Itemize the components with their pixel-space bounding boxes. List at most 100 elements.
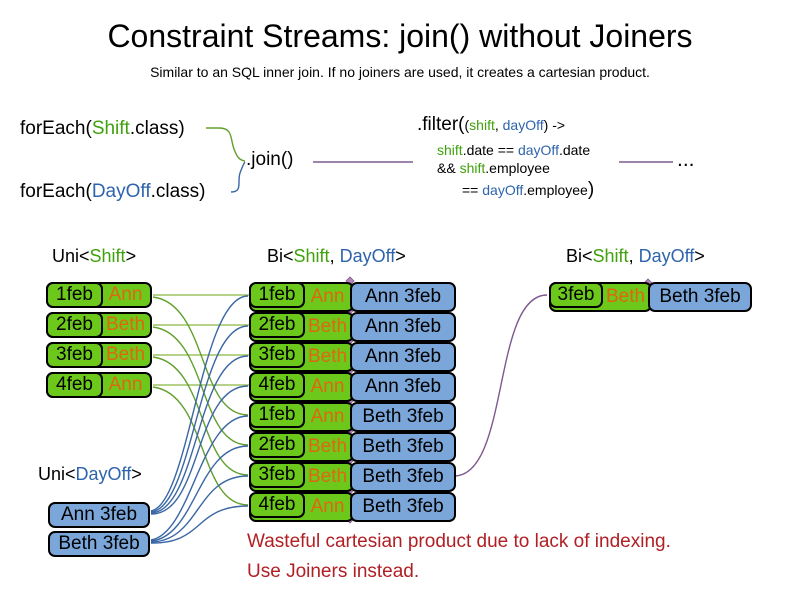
shift-employee-cell: Beth xyxy=(105,314,146,335)
dayoff-type-token: DayOff xyxy=(75,464,132,484)
shift-employee-cell: Ann xyxy=(310,376,345,397)
code-text: .date == xyxy=(462,142,518,158)
shift-employee-cell: Ann xyxy=(108,284,143,305)
code-filter-line4: == dayOff.employee) xyxy=(462,179,594,201)
shift-date-cell: 2feb xyxy=(249,432,305,458)
shift-type-token: Shift xyxy=(293,246,330,266)
shift-date-cell: 4feb xyxy=(249,492,305,518)
header-text: > xyxy=(125,246,137,266)
match-to-result-line xyxy=(453,294,548,477)
page-title: Constraint Streams: join() without Joine… xyxy=(107,18,693,54)
bi-right-header: Bi<Shift, DayOff> xyxy=(566,246,705,267)
code-foreach-shift: forEach(Shift.class) xyxy=(20,118,185,140)
code-text: .date xyxy=(558,142,591,158)
shift-type-token: Shift xyxy=(89,246,126,266)
code-text: && xyxy=(437,160,460,176)
shift-arg-token: shift xyxy=(437,142,463,158)
dayoff-part: Beth 3feb xyxy=(350,462,456,492)
shift-date-cell: 4feb xyxy=(249,372,305,398)
header-text: > xyxy=(694,246,705,266)
dayoff-arg-token: dayOff xyxy=(482,182,524,198)
uni-dayoff-row: Beth 3feb xyxy=(48,531,150,557)
dayoff-class-token: DayOff xyxy=(91,181,151,202)
dayoff-type-token: DayOff xyxy=(339,246,396,266)
shift-employee-cell: Beth xyxy=(307,466,348,487)
shift-employee-cell: Beth xyxy=(307,436,348,457)
shift-employee-cell: Beth xyxy=(105,344,146,365)
code-text: == xyxy=(462,182,483,198)
code-text: .class) xyxy=(150,181,206,202)
shift-employee-cell: Beth xyxy=(307,316,348,337)
code-filter-line2: shift.date == dayOff.date xyxy=(437,142,590,158)
subtitle: Similar to an SQL inner join. If no join… xyxy=(150,64,650,80)
dayoff-part: Ann 3feb xyxy=(350,312,456,342)
dayoff-type-token: DayOff xyxy=(638,246,695,266)
shift-date-cell: 4feb xyxy=(46,372,103,398)
uni-shift-header: Uni<Shift> xyxy=(52,246,136,267)
header-text: Bi< xyxy=(566,246,593,266)
code-text: forEach( xyxy=(20,118,92,139)
continuation-ellipsis: ... xyxy=(677,148,695,171)
shift-employee-cell: Ann xyxy=(310,496,345,517)
dayoff-part: Beth 3feb xyxy=(350,432,456,462)
warning-note-line2: Use Joiners instead. xyxy=(247,561,420,582)
dayoff-part: Beth 3feb xyxy=(350,402,456,432)
dayoff-arg-token: dayOff xyxy=(517,142,559,158)
code-text: ) -> xyxy=(543,117,566,133)
brace-dayoff-line xyxy=(230,161,246,193)
shift-date-cell: 2feb xyxy=(46,312,103,338)
bi-mid-header: Bi<Shift, DayOff> xyxy=(267,246,406,267)
dayoff-part: Ann 3feb xyxy=(350,372,456,402)
code-text: forEach( xyxy=(20,181,92,202)
shift-date-cell: 1feb xyxy=(46,282,103,308)
shift-employee-cell: Ann xyxy=(310,286,345,307)
code-text: .employee xyxy=(523,182,588,198)
shift-date-cell: 3feb xyxy=(249,462,305,488)
shift-date-cell: 1feb xyxy=(249,402,305,428)
shift-employee-cell: Ann xyxy=(310,406,345,427)
header-text: > xyxy=(131,464,142,484)
header-text: Uni< xyxy=(38,464,76,484)
code-foreach-dayoff: forEach(DayOff.class) xyxy=(20,181,206,203)
shift-employee-cell: Beth xyxy=(605,286,646,307)
shift-employee-cell: Ann xyxy=(108,374,143,395)
code-filter-line1: .filter((shift, dayOff) -> xyxy=(417,114,565,136)
header-text: , xyxy=(329,246,340,266)
shift-arg-token: shift xyxy=(469,117,495,133)
brace-shift-line xyxy=(206,127,246,162)
shift-arg-token: shift xyxy=(459,160,486,176)
shift-type-token: Shift xyxy=(592,246,629,266)
dayoff-arg-token: dayOff xyxy=(502,117,544,133)
header-text: Bi< xyxy=(267,246,294,266)
shift-date-cell: 2feb xyxy=(249,312,305,338)
code-text: ( xyxy=(464,117,470,133)
header-text: , xyxy=(628,246,639,266)
code-text: ) xyxy=(587,179,595,200)
uni-dayoff-row: Ann 3feb xyxy=(48,502,150,528)
shift-date-cell: 3feb xyxy=(549,282,603,308)
header-text: > xyxy=(395,246,406,266)
shift-class-token: Shift xyxy=(91,118,130,139)
code-text: .filter( xyxy=(417,114,465,135)
dayoff-part: Ann 3feb xyxy=(350,282,456,312)
shift-date-cell: 3feb xyxy=(249,342,305,368)
uni-dayoff-header: Uni<DayOff> xyxy=(38,464,142,485)
